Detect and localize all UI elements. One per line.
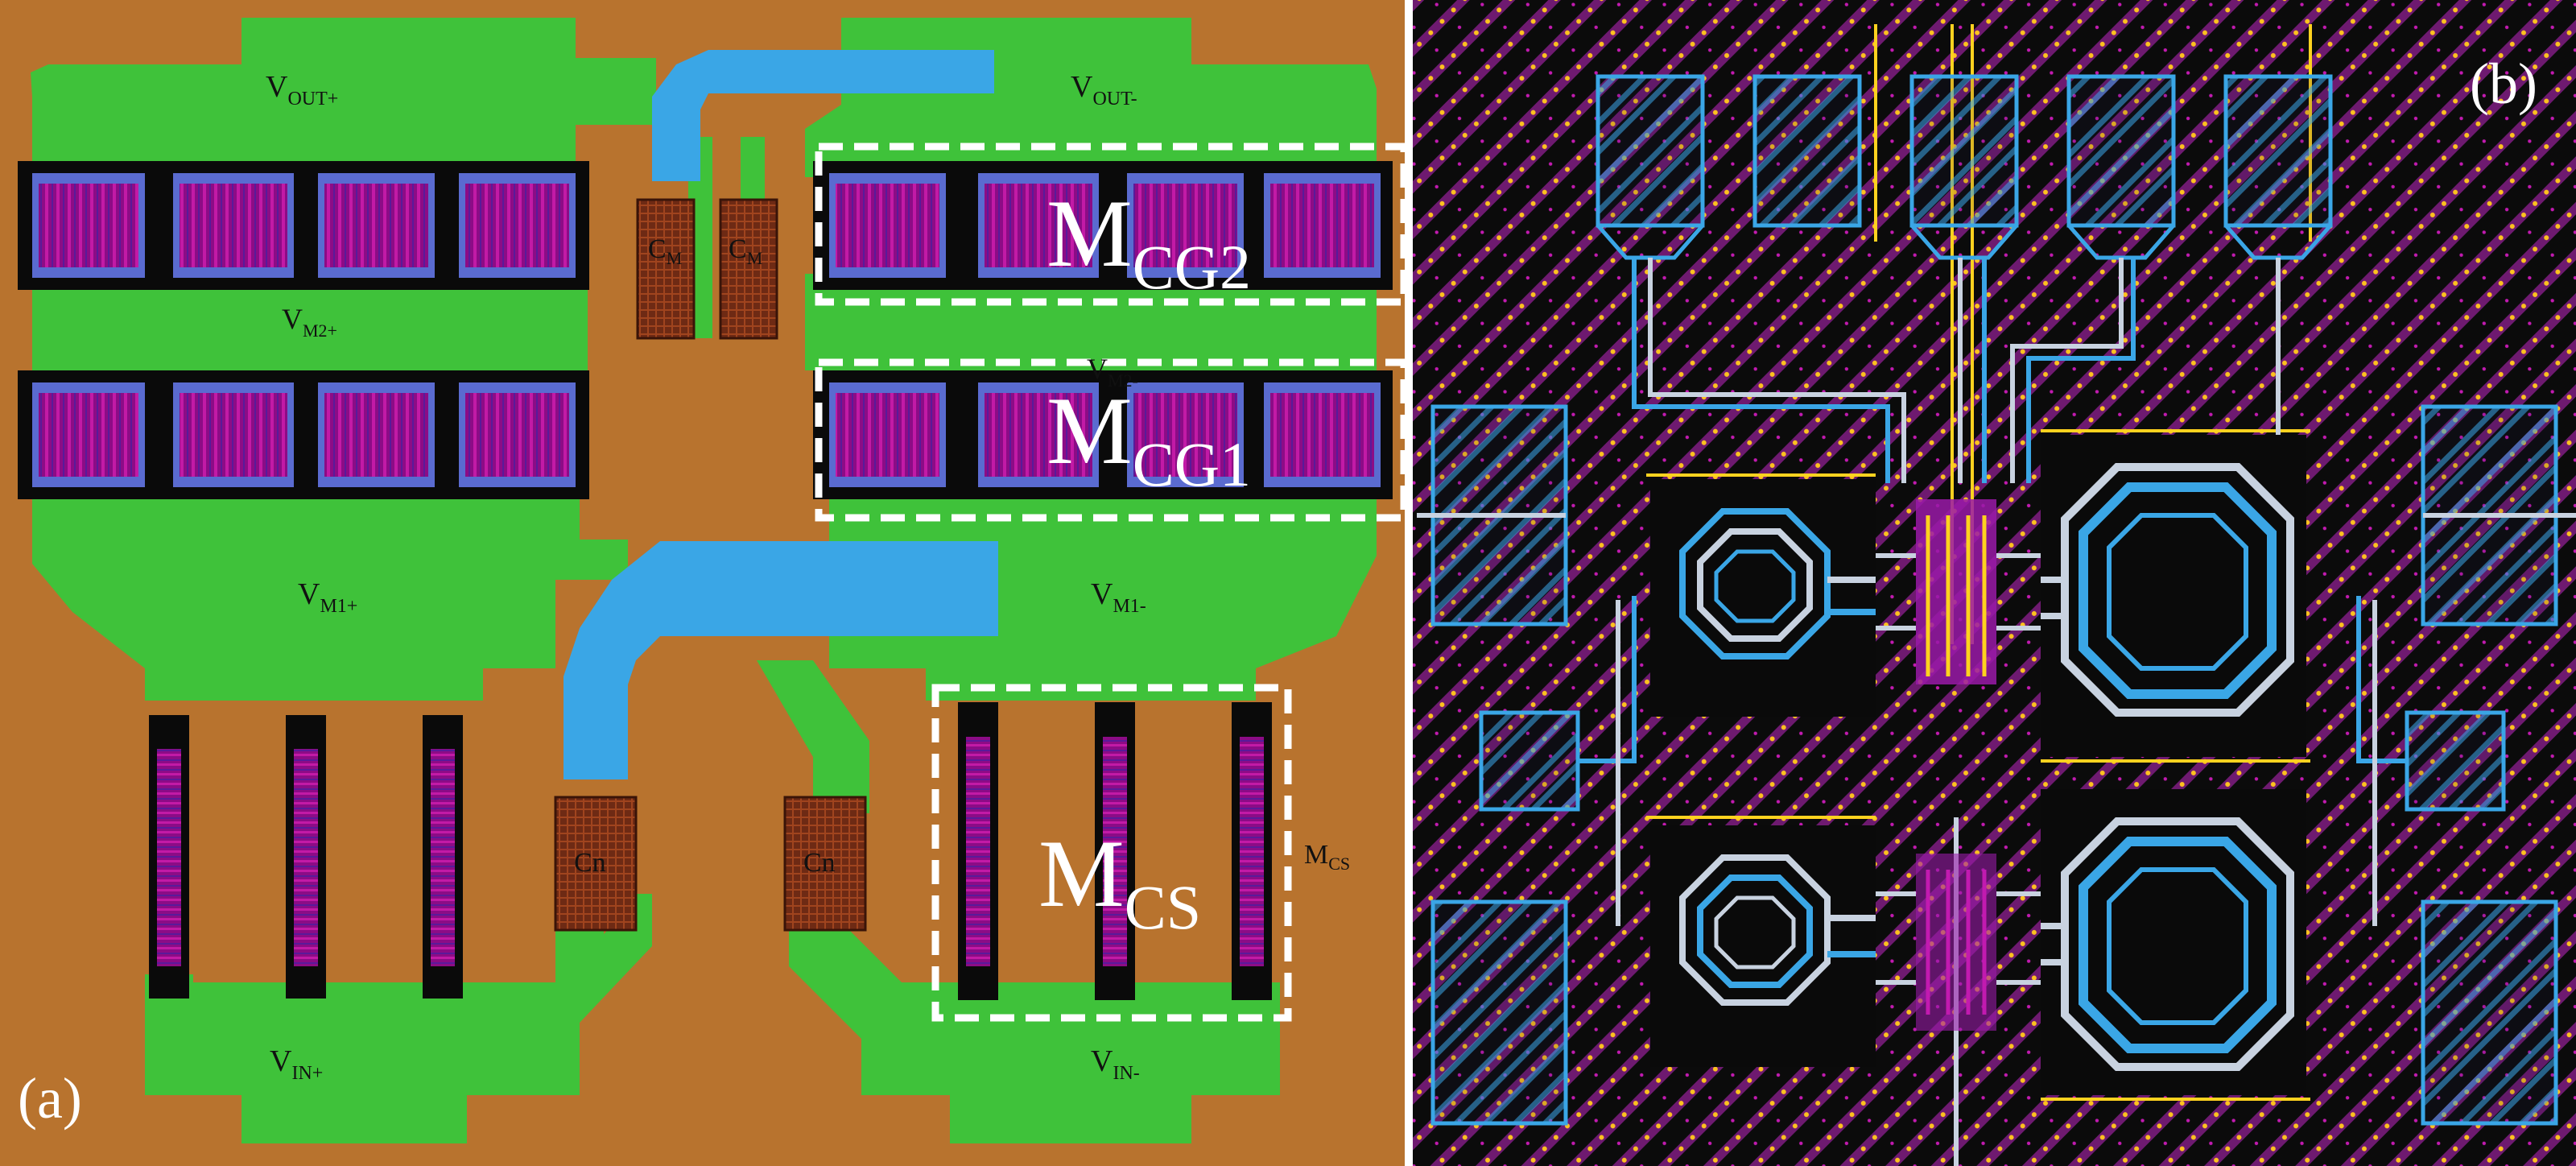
label-cm-right: CM — [729, 234, 762, 268]
label-mcs: MCS — [1038, 820, 1201, 942]
panel-a: VOUT+ VOUT- VM2+ VM2- VM1+ VM1- VIN+ VIN… — [0, 0, 1405, 1166]
label-vout-minus: VOUT- — [1071, 70, 1137, 110]
inductor-small-top — [1679, 508, 1876, 659]
callout-box-mcs — [931, 684, 1292, 1022]
capacitor-cm-right — [719, 198, 778, 340]
center-transistors — [1876, 499, 2041, 1031]
capacitor-cm-left — [636, 198, 696, 340]
panel-b: (b) — [1413, 0, 2576, 1166]
transistor-row-mcg2-right — [813, 161, 1393, 290]
label-vin-minus: VIN- — [1091, 1044, 1140, 1084]
label-mcg2: MCG2 — [1046, 180, 1251, 302]
metal-vin-plus — [145, 894, 652, 1143]
metal-blue-middle — [564, 541, 998, 779]
inductor-large-top — [2041, 463, 2294, 717]
panel-a-tag: (a) — [18, 1066, 82, 1131]
metal-vm1-plus — [32, 491, 628, 701]
label-cn-right: Cn — [803, 848, 836, 878]
inductor-well-top-left — [1650, 479, 1876, 717]
panel-divider — [1405, 0, 1413, 1166]
callout-box-mcg1 — [815, 358, 1408, 522]
label-cn-left: Cn — [574, 848, 606, 878]
callout-box-mcg2 — [815, 143, 1408, 306]
label-mcg1: MCG1 — [1046, 377, 1251, 499]
transistor-row-mcg2-left — [18, 161, 589, 290]
transistor-row-mcg1-right — [813, 370, 1393, 499]
inductor-large-bottom — [2041, 817, 2294, 1071]
inductor-well-bottom-left — [1650, 825, 1876, 1067]
metal-vout-plus — [31, 18, 656, 177]
transistor-column-left — [149, 715, 463, 999]
capacitor-cn-right — [783, 796, 867, 932]
capacitor-cn-left — [554, 796, 638, 932]
label-vm2-plus: VM2+ — [282, 303, 337, 341]
metal-blue-top — [652, 50, 994, 181]
transistor-row-mcg1-left — [18, 370, 589, 499]
label-vm1-minus: VM1- — [1091, 577, 1146, 617]
label-mcs-small: MCS — [1304, 840, 1350, 874]
transistor-column-right — [958, 702, 1272, 1000]
metal-connector — [757, 660, 869, 813]
label-vm2-minus: VM2- — [1087, 353, 1138, 391]
panel-b-tag: (b) — [2470, 52, 2537, 116]
top-pads — [1596, 74, 2333, 260]
label-vout-plus: VOUT+ — [266, 70, 338, 110]
inductor-small-bottom — [1679, 854, 1876, 1006]
label-cm-left: CM — [648, 234, 682, 268]
label-vin-plus: VIN+ — [270, 1044, 323, 1084]
label-vm1-plus: VM1+ — [298, 577, 357, 617]
